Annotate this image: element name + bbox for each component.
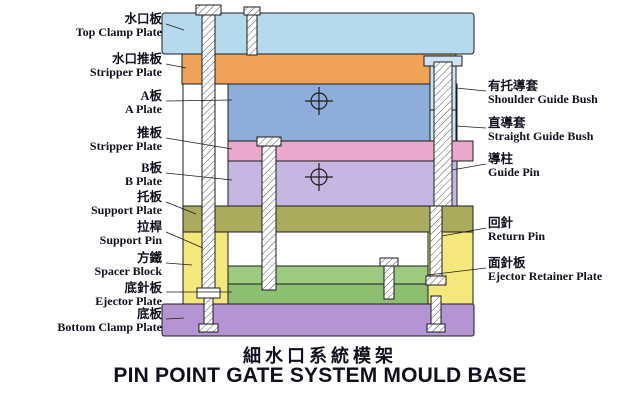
label-zh: 直導套 xyxy=(488,116,526,130)
plate-ejector-retainer xyxy=(227,265,429,285)
label-en: Return Pin xyxy=(488,229,545,243)
label-ejector-plate: 底針板 Ejector Plate xyxy=(0,282,162,308)
ejector-screw-head xyxy=(379,257,399,267)
top-screw-head xyxy=(243,6,261,16)
label-en: B Plate xyxy=(125,174,162,188)
label-bottom-clamp-plate: 底板 Bottom Clamp Plate xyxy=(0,308,162,334)
label-zh: 拉桿 xyxy=(136,220,162,234)
label-zh: 有托導套 xyxy=(488,79,539,93)
return-pin xyxy=(429,205,443,279)
center-pin xyxy=(261,145,277,291)
label-en: Support Plate xyxy=(90,203,162,217)
center-pin-cap xyxy=(256,136,282,147)
label-en: Shoulder Guide Bush xyxy=(488,92,598,106)
title-chinese: 細水口系統模架 xyxy=(243,346,397,366)
label-return-pin: 回針 Return Pin xyxy=(488,217,638,243)
bottom-left-screw-head xyxy=(198,323,219,333)
screw-hole-symbol-icon xyxy=(305,87,333,191)
support-pin-cap xyxy=(195,4,222,16)
label-guide-pin: 導柱 Guide Pin xyxy=(488,153,638,179)
label-zh: 水口板 xyxy=(124,12,162,26)
label-stripper-plate-mid: 推板 Stripper Plate xyxy=(0,127,162,153)
label-en: Guide Pin xyxy=(488,165,540,179)
label-top-clamp-plate: 水口板 Top Clamp Plate xyxy=(0,13,162,39)
label-b-plate: B板 B Plate xyxy=(0,162,162,188)
plate-stripper-top xyxy=(181,53,457,85)
ejector-screw xyxy=(383,265,395,300)
label-en: Stripper Plate xyxy=(89,139,162,153)
label-en: Stripper Plate xyxy=(89,65,162,79)
label-en: A Plate xyxy=(125,102,162,116)
bottom-left-screw xyxy=(203,297,214,327)
bottom-right-screw xyxy=(430,295,442,327)
plate-support xyxy=(182,205,474,233)
label-straight-guide-bush: 直導套 Straight Guide Bush xyxy=(488,117,638,143)
label-zh: B板 xyxy=(141,161,162,175)
label-zh: 面針板 xyxy=(488,256,526,270)
label-zh: A板 xyxy=(140,89,162,103)
plate-a xyxy=(227,83,458,142)
leader-lines xyxy=(165,23,487,320)
label-ejector-retainer-plate: 面針板 Ejector Retainer Plate xyxy=(488,257,638,283)
label-shoulder-guide-bush: 有托導套 Shoulder Guide Bush xyxy=(488,80,638,106)
label-en: Ejector Retainer Plate xyxy=(488,269,603,283)
label-zh: 托板 xyxy=(136,190,162,204)
plate-bottom-clamp xyxy=(161,303,475,337)
support-pin xyxy=(201,14,216,289)
label-zh: 水口推板 xyxy=(111,52,162,66)
guide-pin xyxy=(433,61,453,207)
label-en: Support Pin xyxy=(99,233,162,247)
bottom-right-screw-head xyxy=(426,323,446,333)
plate-ejector xyxy=(227,283,429,305)
label-en: Top Clamp Plate xyxy=(75,25,162,39)
label-en: Bottom Clamp Plate xyxy=(57,320,162,334)
label-support-plate: 托板 Support Plate xyxy=(0,191,162,217)
label-zh: 回針 xyxy=(488,216,514,230)
label-zh: 底板 xyxy=(136,307,162,321)
label-spacer-block: 方鐵 Spacer Block xyxy=(0,252,162,278)
label-en: Ejector Plate xyxy=(95,294,162,308)
label-zh: 方鐵 xyxy=(136,251,162,265)
title-english: PIN POINT GATE SYSTEM MOULD BASE xyxy=(113,364,527,387)
label-zh: 底針板 xyxy=(124,281,162,295)
label-en: Straight Guide Bush xyxy=(488,129,594,143)
support-pin-nut xyxy=(196,287,221,299)
label-zh: 導柱 xyxy=(488,152,514,166)
label-zh: 推板 xyxy=(136,126,162,140)
return-pin-head xyxy=(425,275,447,286)
label-a-plate: A板 A Plate xyxy=(0,90,162,116)
label-en: Spacer Block xyxy=(94,264,162,278)
label-stripper-plate-top: 水口推板 Stripper Plate xyxy=(0,53,162,79)
top-screw xyxy=(246,14,258,56)
label-support-pin: 拉桿 Support Pin xyxy=(0,221,162,247)
